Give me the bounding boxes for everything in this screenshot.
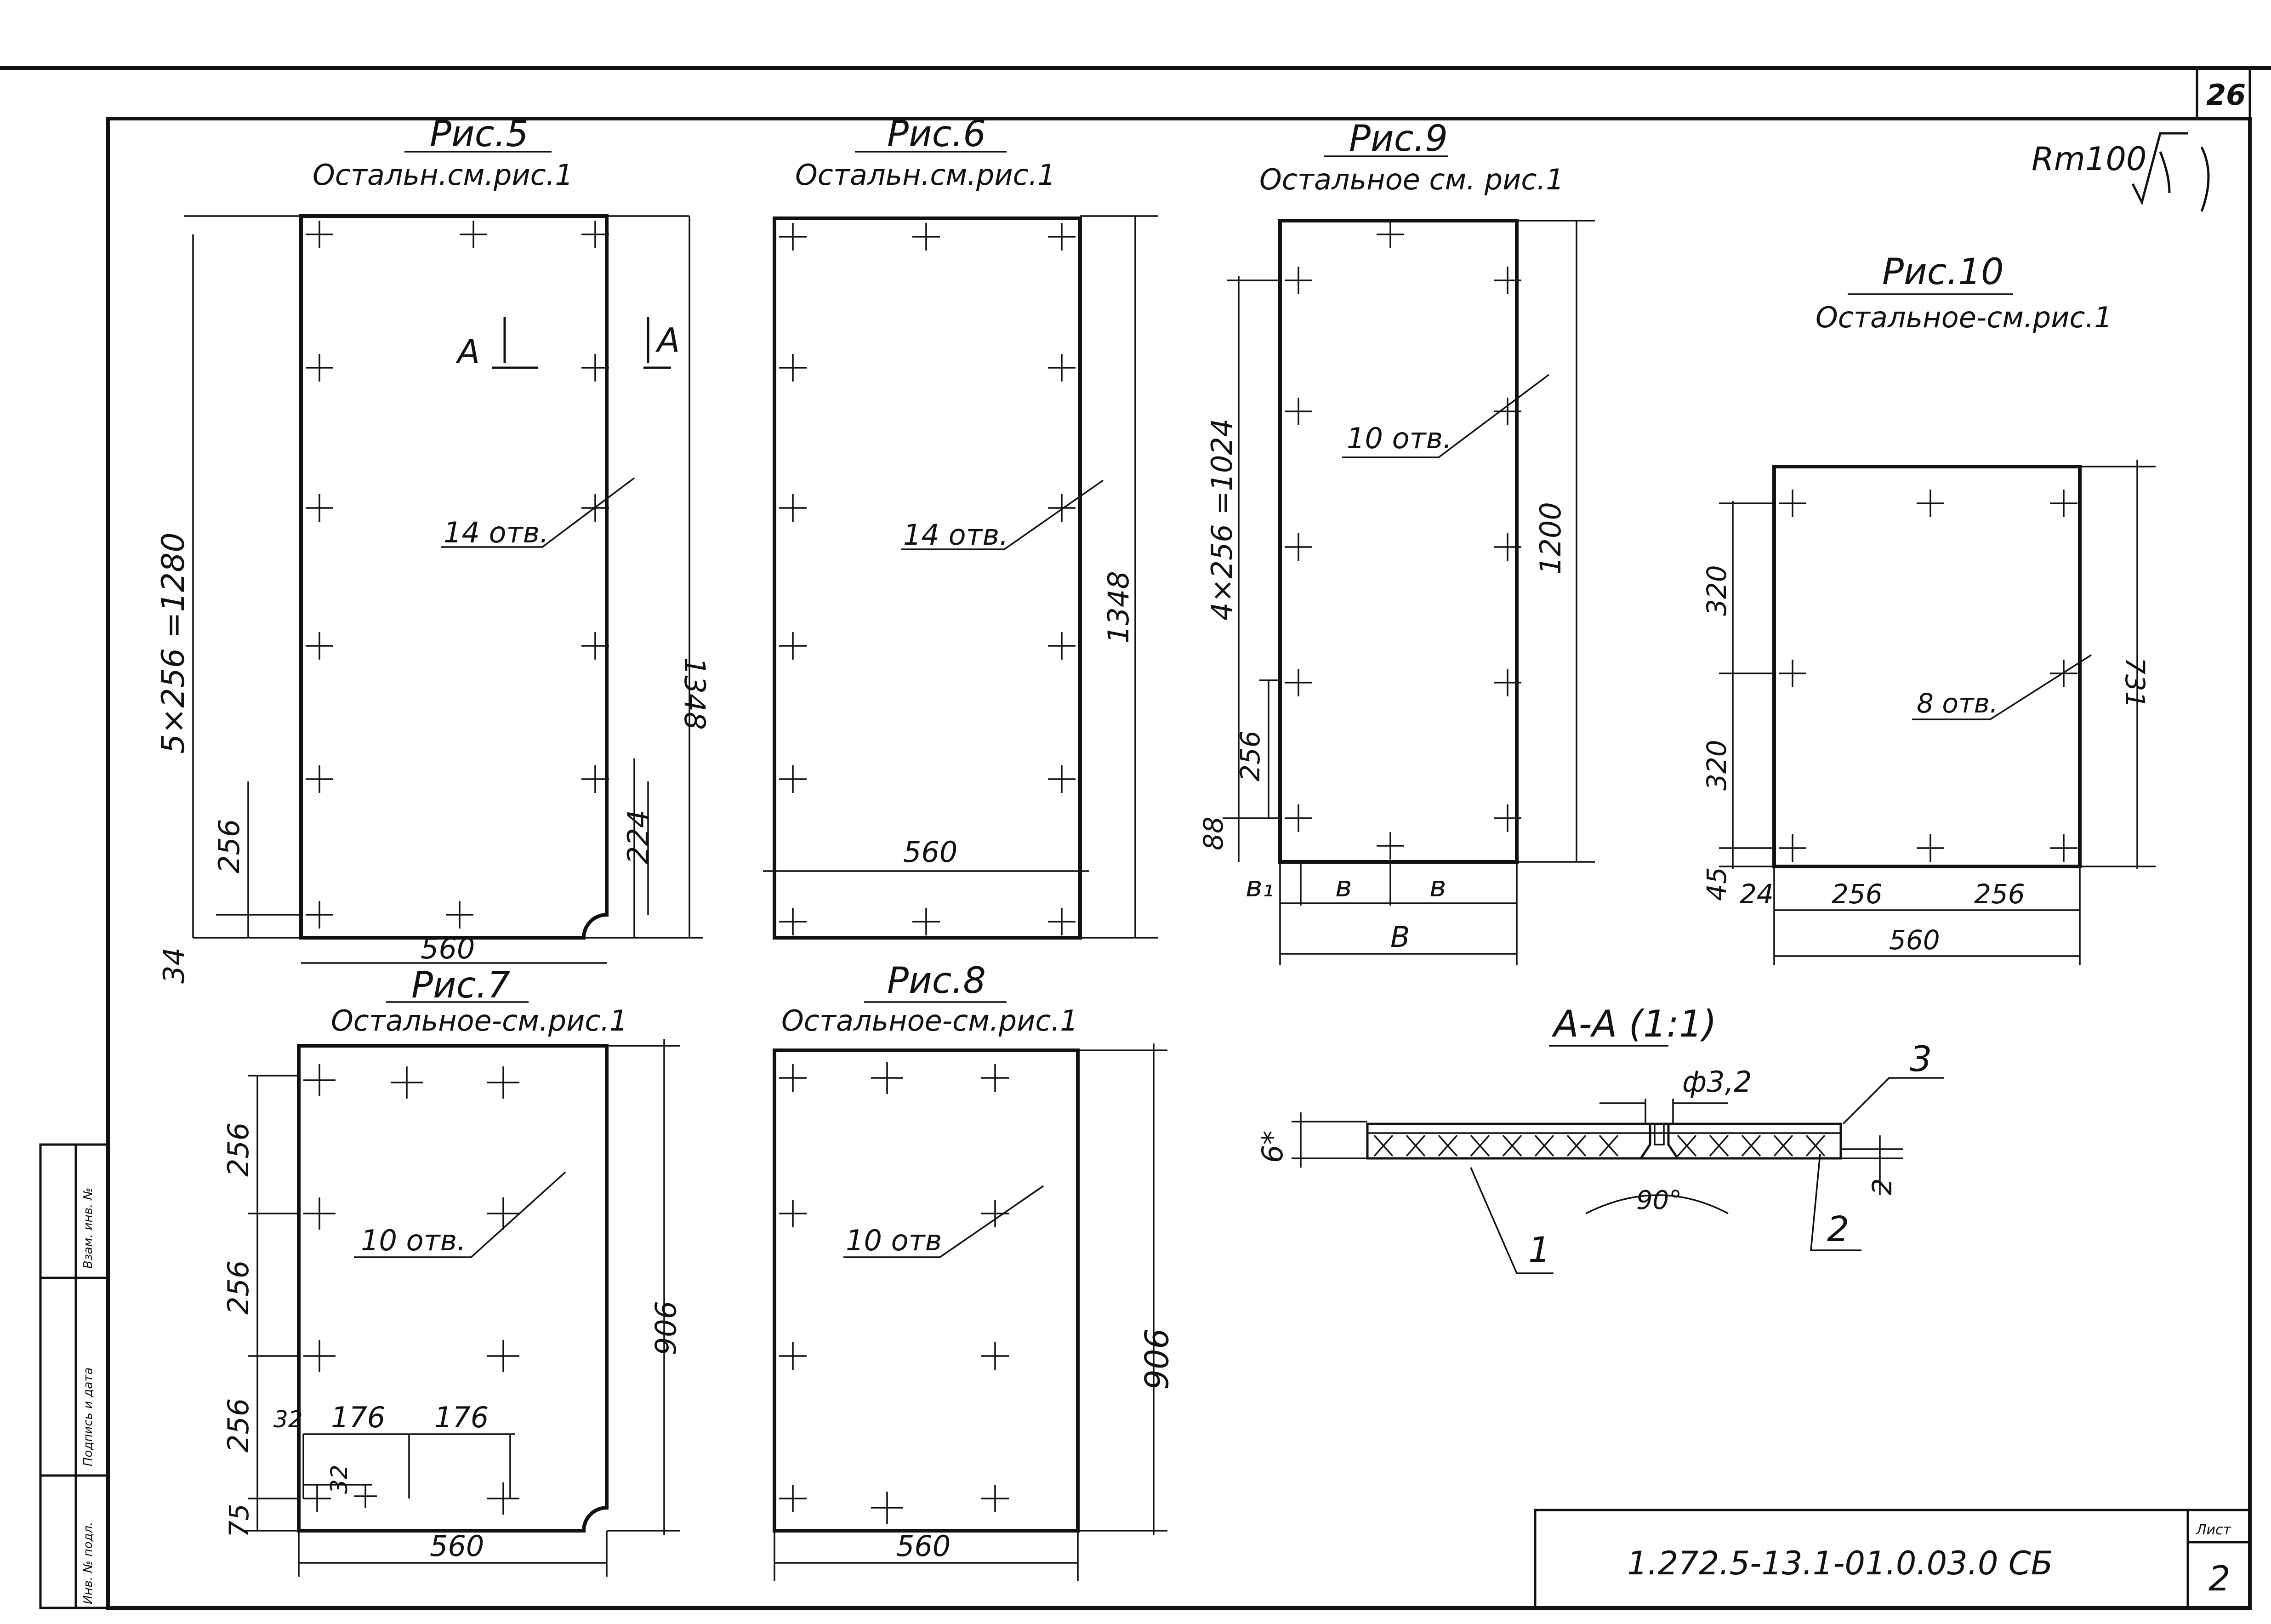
section-dim-2: 2 <box>1867 1178 1898 1195</box>
fig7-dim-32-top: 32 <box>273 1406 303 1433</box>
fig7-width: 560 <box>430 1529 484 1563</box>
figure-5: Рис.5 Остальн.см.рис.1 А А 14 отв. 5×256… <box>155 114 711 984</box>
roughness-mark: Rm100 <box>2032 140 2146 178</box>
fig7-dim-256-b: 256 <box>222 1260 255 1315</box>
fig7-height: 906 <box>648 1301 682 1355</box>
fig9-dim-b1: в₁ <box>1246 870 1274 903</box>
section-hole-dia: ф3,2 <box>1682 1065 1752 1099</box>
fig7-dim-256-a: 256 <box>222 1123 255 1177</box>
document-code: 1.272.5-13.1-01.0.03.0 СБ <box>1627 1544 2053 1582</box>
page-number: 26 <box>2206 78 2246 112</box>
fig9-plate <box>1278 219 1519 864</box>
fig5-section-a-right: А <box>655 321 680 359</box>
fig10-dim-256-right: 256 <box>1974 878 2025 910</box>
section-callout-2: 2 <box>1827 1208 1849 1249</box>
fig9-dim-b-left: в <box>1335 870 1352 903</box>
fig5-dim-224: 224 <box>621 810 655 864</box>
fig6-subtitle: Остальн.см.рис.1 <box>795 158 1056 192</box>
fig9-dim-B: В <box>1390 920 1410 954</box>
fig5-dim-256: 256 <box>212 819 246 873</box>
fig5-width: 560 <box>421 932 475 965</box>
fig7-title: Рис.7 <box>411 965 510 1006</box>
fig7-dim-256-c: 256 <box>222 1398 255 1453</box>
fig9-dim-b-right: в <box>1429 870 1446 903</box>
fig10-dim-45: 45 <box>1701 867 1732 901</box>
fig6-height: 1348 <box>1102 571 1135 644</box>
fig8-holes <box>779 1062 1009 1524</box>
stamp-label-sign: Подпись и дата <box>81 1368 95 1466</box>
stamp-label-replace: Взам. инв. № <box>81 1187 95 1269</box>
figure-9: Рис.9 Остальное см. рис.1 10 отв. 1200 4… <box>1198 118 1595 965</box>
section-thickness: 6* <box>1256 1131 1289 1163</box>
fig9-dim-88: 88 <box>1198 816 1229 850</box>
fig6-plate <box>773 217 1082 940</box>
fig7-holes <box>303 1064 519 1515</box>
fig7-subtitle: Остальное-см.рис.1 <box>331 1004 628 1037</box>
sheet-frame <box>0 66 2271 1610</box>
section-callout-3: 3 <box>1910 1038 1932 1079</box>
section-callout-1: 1 <box>1528 1229 1550 1270</box>
fig6-title: Рис.6 <box>887 114 986 155</box>
fig10-title: Рис.10 <box>1882 251 2004 293</box>
fig9-dim-256: 256 <box>1235 730 1266 781</box>
roughness-check-icon <box>2131 132 2210 212</box>
section-title: А-А (1:1) <box>1551 1003 1717 1045</box>
fig7-dim-32-side: 32 <box>326 1464 353 1494</box>
fig5-pitch: 5×256 =1280 <box>155 532 192 754</box>
fig7-dim-176-right: 176 <box>434 1401 489 1434</box>
fig10-subtitle: Остальное-см.рис.1 <box>1816 301 2112 334</box>
fig8-width: 560 <box>896 1529 951 1563</box>
figure-10: Рис.10 Остальное-см.рис.1 8 отв. 731 320… <box>1701 251 2156 965</box>
sheet-label: Лист <box>2196 1522 2232 1538</box>
fig5-subtitle: Остальн.см.рис.1 <box>313 158 573 192</box>
fig8-holes-label: 10 отв <box>846 1224 942 1257</box>
figure-7: Рис.7 Остальное-см.рис.1 10 отв. 906 256… <box>222 965 682 1577</box>
fig10-dim-256-left: 256 <box>1832 878 1883 910</box>
fig8-subtitle: Остальное-см.рис.1 <box>781 1004 1078 1037</box>
fig10-holes-label: 8 отв. <box>1917 688 1998 719</box>
fig8-height: 906 <box>1137 1328 1174 1390</box>
fig6-width: 560 <box>903 835 957 869</box>
sheet-number: 2 <box>2208 1558 2231 1599</box>
fig10-height: 731 <box>2119 657 2151 708</box>
fig5-height: 1348 <box>678 657 711 730</box>
stamp-labels: Взам. инв. № Подпись и дата Инв. № подл. <box>81 1187 95 1604</box>
fig9-subtitle: Остальное см. рис.1 <box>1259 163 1564 196</box>
fig10-width: 560 <box>1889 924 1940 956</box>
section-profile <box>1366 1123 1842 1160</box>
section-hatching <box>1373 1134 1826 1157</box>
fig5-title: Рис.5 <box>430 114 529 155</box>
fig10-dim-320-bot: 320 <box>1701 740 1732 791</box>
fig5-dim-34: 34 <box>157 947 191 984</box>
fig5-plate <box>299 214 609 940</box>
figure-6: Рис.6 Остальн.см.рис.1 14 отв. 560 1348 <box>763 114 1158 940</box>
fig10-dim-320-top: 320 <box>1701 565 1732 616</box>
fig5-dim-lines <box>184 215 703 964</box>
fig10-plate <box>1772 465 2082 868</box>
section-a-a: А-А (1:1) ф3,2 6* 2 90° 1 2 3 <box>1256 1003 1944 1274</box>
fig7-holes-label: 10 отв. <box>361 1224 466 1257</box>
fig7-dim-176-left: 176 <box>331 1401 385 1434</box>
fig9-holes <box>1285 221 1521 860</box>
fig5-section-a-left: А <box>455 332 480 371</box>
fig10-dim-24: 24 <box>1740 878 1774 910</box>
stamp-label-inv: Инв. № подл. <box>81 1522 95 1604</box>
fig9-holes-label: 10 отв. <box>1347 422 1452 455</box>
fig5-section-marks <box>492 317 671 369</box>
fig8-plate <box>773 1048 1080 1533</box>
fig9-title: Рис.9 <box>1349 118 1448 160</box>
fig10-holes <box>1779 490 2077 862</box>
fig5-holes <box>306 221 609 929</box>
fig7-plate <box>297 1044 609 1533</box>
section-angle: 90° <box>1636 1185 1682 1215</box>
fig7-dim-75: 75 <box>223 1504 255 1538</box>
fig6-holes <box>779 223 1076 935</box>
fig9-height: 1200 <box>1534 502 1567 575</box>
fig6-holes-label: 14 отв. <box>903 518 1008 552</box>
figure-8: Рис.8 Остальное-см.рис.1 10 отв 906 560 <box>773 960 1174 1581</box>
fig8-title: Рис.8 <box>887 960 986 1002</box>
fig5-holes-label: 14 отв. <box>444 516 549 549</box>
fig9-pitch: 4×256 =1024 <box>1205 419 1239 621</box>
